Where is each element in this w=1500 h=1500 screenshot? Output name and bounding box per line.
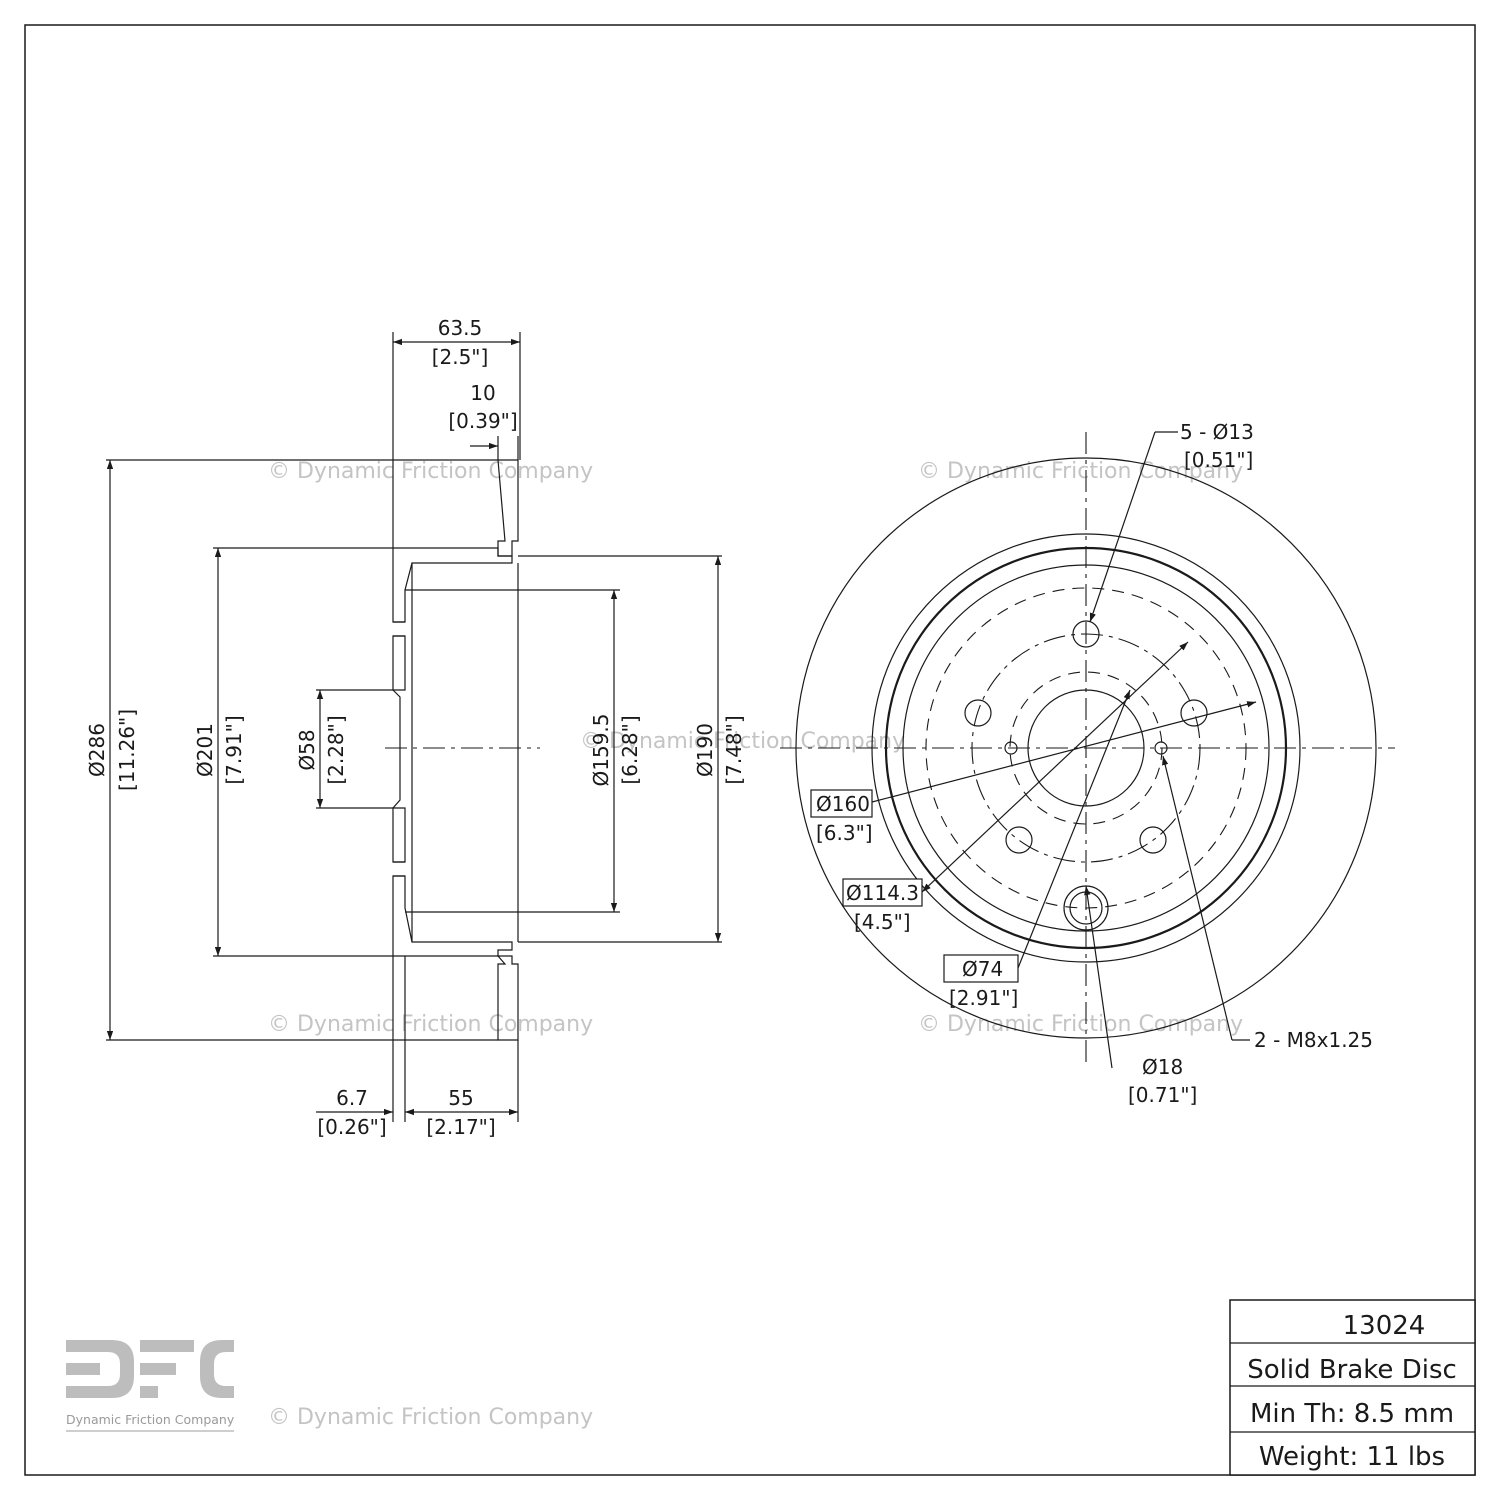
part-description: Solid Brake Disc [1247, 1355, 1457, 1385]
watermark: © Dynamic Friction Company [268, 1405, 593, 1430]
lug-hole [1180, 699, 1208, 727]
callout-bolt-circle-outer-in: [6.3"] [816, 821, 873, 845]
dim-outer-diameter: Ø286 [85, 723, 109, 777]
front-view-leaders [871, 431, 1257, 1069]
dim-inner-drum-diameter: Ø159.5 [589, 714, 613, 787]
dim-inner-drum-diameter-in: [6.28"] [618, 715, 642, 784]
dim-hat-height-in: [2.17"] [426, 1115, 495, 1139]
dim-hat-diameter: Ø190 [693, 723, 717, 777]
watermark: © Dynamic Friction Company [918, 1012, 1243, 1037]
callout-box [810, 789, 873, 818]
part-number: 13024 [1343, 1311, 1426, 1341]
callout-threaded-holes: 2 - M8x1.25 [1254, 1028, 1373, 1052]
dim-overall-width-in: [2.5"] [432, 345, 489, 369]
logo-letters: DFC [66, 1397, 68, 1399]
dim-hat-height: 55 [448, 1086, 473, 1110]
logo-caption: Dynamic Friction Company [66, 1412, 235, 1427]
watermark: © Dynamic Friction Company [580, 729, 905, 754]
dim-outer-diameter-in: [11.26"] [115, 709, 139, 791]
callout-bolt-circle-outer: Ø160 [816, 792, 870, 816]
lug-hole [1005, 826, 1033, 854]
min-thickness: Min Th: 8.5 mm [1250, 1399, 1454, 1429]
title-block: 13024 Solid Brake Disc Min Th: 8.5 mm We… [1229, 1299, 1476, 1476]
dim-center-bore-in: [2.28"] [324, 715, 348, 784]
callout-center-hole-in: [2.91"] [949, 986, 1018, 1010]
callout-box [842, 878, 923, 907]
dfc-logo: DFC Dynamic Friction Company [66, 1340, 235, 1432]
dim-hat-wall: 6.7 [336, 1086, 368, 1110]
weight: Weight: 11 lbs [1259, 1442, 1445, 1472]
side-view-section [385, 459, 540, 1041]
dim-hat-outer-diameter-in: [7.91"] [222, 715, 246, 784]
callout-bolt-circle: Ø114.3 [846, 881, 919, 905]
dim-hat-outer-diameter: Ø201 [193, 723, 217, 777]
dim-overall-width: 63.5 [438, 316, 483, 340]
dim-hat-diameter-in: [7.48"] [722, 715, 746, 784]
side-view-dimensions [106, 332, 722, 1122]
callout-center-hole: Ø74 [962, 957, 1003, 981]
dim-hat-wall-in: [0.26"] [317, 1115, 386, 1139]
side-view-labels: 63.5 [2.5"] 10 [0.39"] Ø286 [11.26"] Ø20… [85, 316, 746, 1139]
callout-lug-holes-in: [0.51"] [1184, 448, 1253, 472]
watermark: © Dynamic Friction Company [918, 459, 1243, 484]
callout-box [943, 954, 1019, 983]
dim-rotor-thickness-in: [0.39"] [448, 409, 517, 433]
callout-access-hole-in: [0.71"] [1128, 1083, 1197, 1107]
dim-center-bore: Ø58 [295, 729, 319, 770]
dim-rotor-thickness: 10 [470, 381, 495, 405]
watermark: © Dynamic Friction Company [268, 1012, 593, 1037]
sheet-border [24, 24, 1476, 1476]
callout-access-hole: Ø18 [1142, 1055, 1183, 1079]
front-view-labels: 5 - Ø13 [0.51"] Ø160 [6.3"] Ø114.3 [4.5"… [810, 420, 1373, 1107]
callout-lug-holes: 5 - Ø13 [1180, 420, 1254, 444]
watermark: © Dynamic Friction Company [268, 459, 593, 484]
callout-bolt-circle-in: [4.5"] [854, 910, 911, 934]
front-view [780, 432, 1395, 1068]
